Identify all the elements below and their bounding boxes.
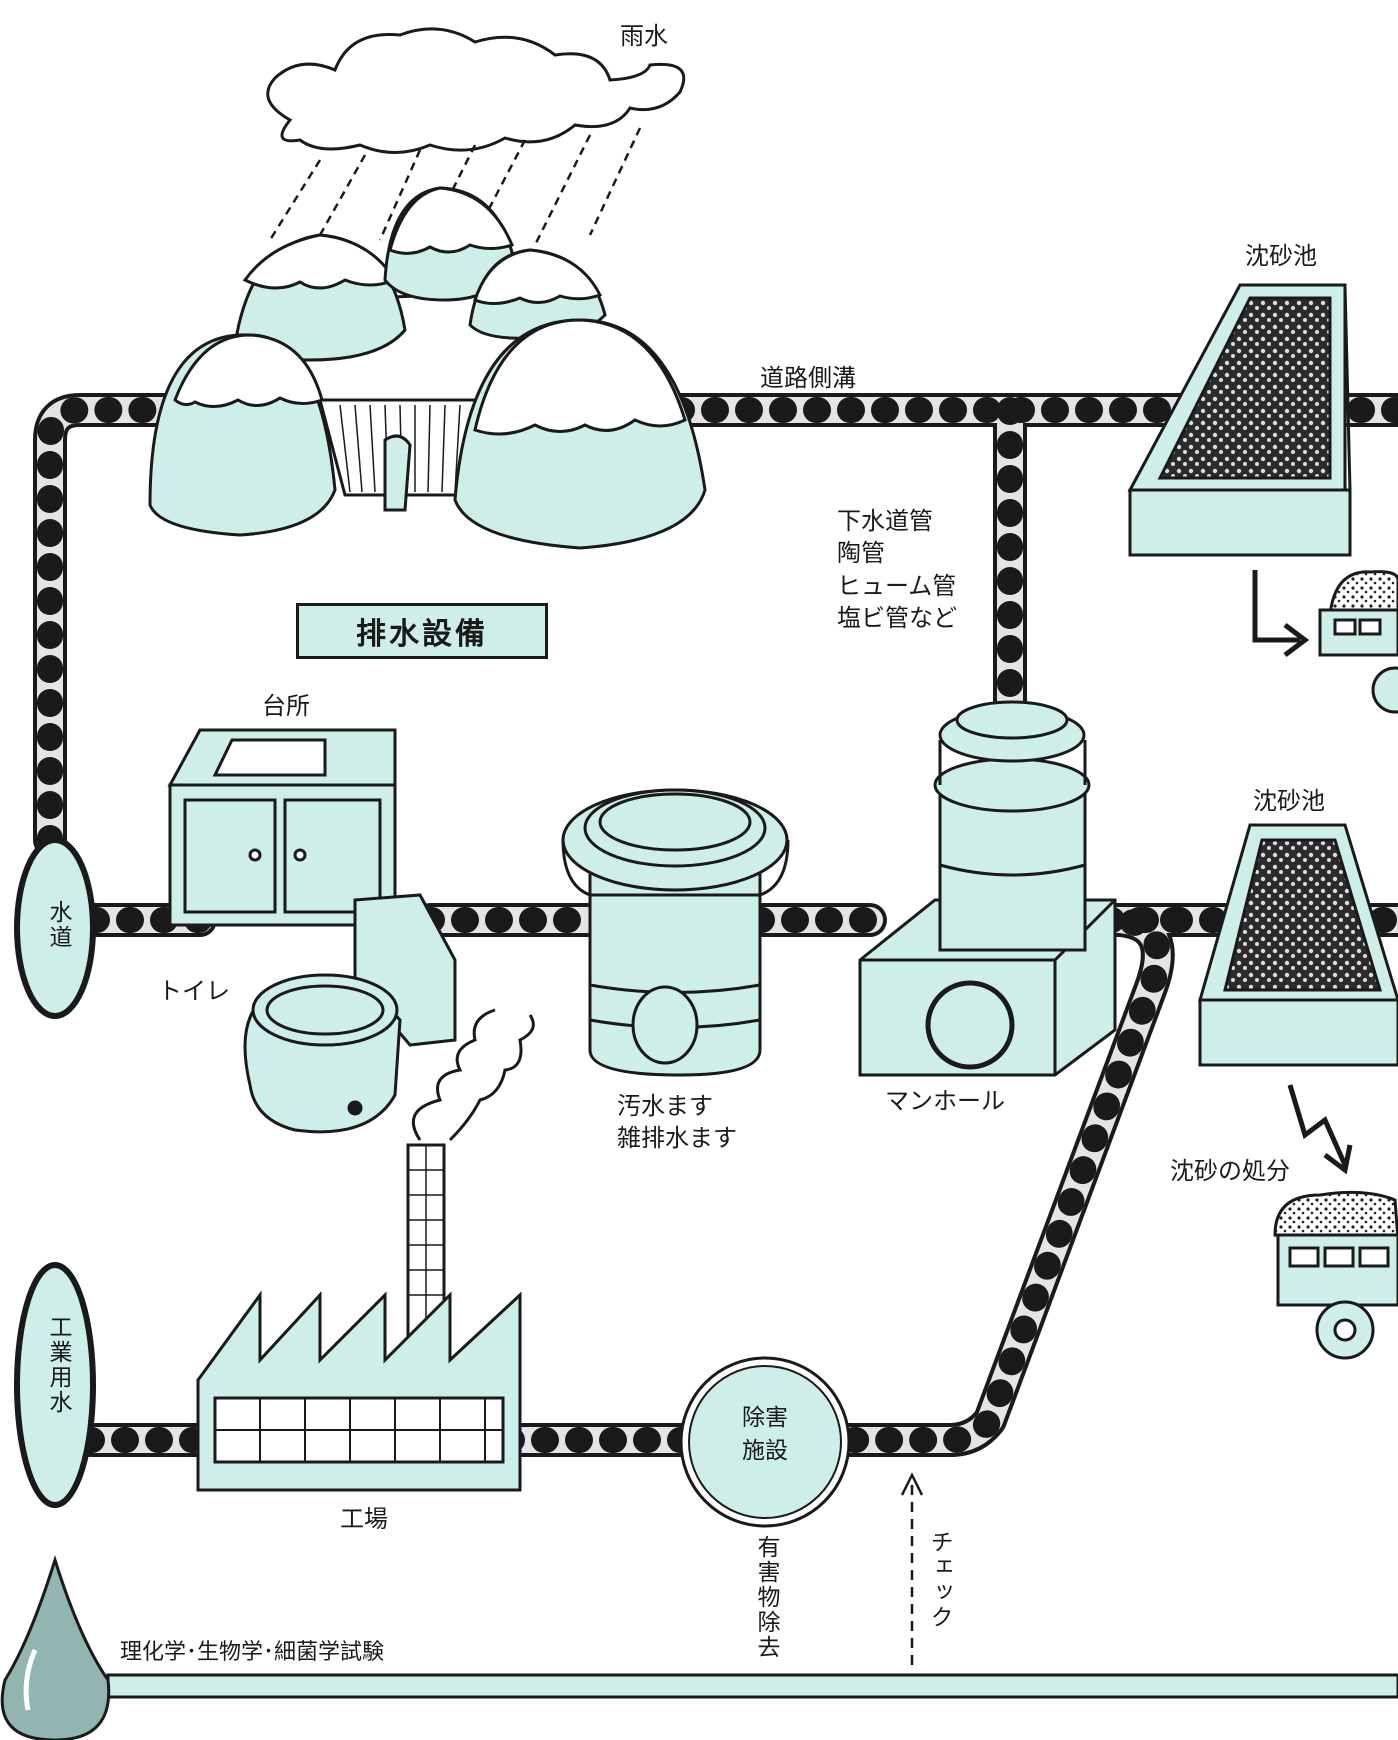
water-supply-label: 水道 xyxy=(45,900,71,950)
kitchen-label: 台所 xyxy=(262,692,310,720)
grit-chamber-top-label: 沈砂池 xyxy=(1245,242,1317,270)
pipe-type-hume: ヒューム管 xyxy=(837,571,957,600)
check-arrow xyxy=(900,1472,924,1665)
manhole-label: マンホール xyxy=(885,1087,1005,1115)
mountains-dam xyxy=(148,186,707,550)
factory-label: 工場 xyxy=(340,1505,388,1533)
kitchen-cabinet xyxy=(167,728,397,927)
sediment-disposal-label: 沈砂の処分 xyxy=(1170,1157,1290,1185)
detox-facility-line1: 除害 xyxy=(742,1405,788,1431)
rain-lines xyxy=(268,127,642,246)
grit-chamber-mid-label: 沈砂池 xyxy=(1253,787,1325,815)
test-pipe xyxy=(106,1673,1398,1699)
sewage-basin-labels: 汚水ます 雑排水ます xyxy=(617,1090,737,1155)
truck-top xyxy=(1318,570,1398,714)
pipe-types-list: 下水道管 陶管 ヒューム管 塩ビ管など xyxy=(837,505,957,635)
road-ditch-label: 道路側溝 xyxy=(760,364,856,392)
industrial-water-label: 工業用水 xyxy=(45,1315,71,1415)
industrial-water-oval xyxy=(14,1262,96,1508)
water-supply-oval xyxy=(14,837,96,1019)
gray-water-basin-label: 雑排水ます xyxy=(617,1124,737,1153)
manhole xyxy=(858,700,1117,1077)
detox-facility-line2: 施設 xyxy=(742,1438,788,1465)
pipe-type-pvc: 塩ビ管など xyxy=(837,604,957,633)
hazard-removal-label: 有害物除去 xyxy=(753,1535,779,1660)
sewage-basin xyxy=(561,788,790,1077)
detox-facility-label: 除害 施設 xyxy=(725,1402,805,1469)
pipe-type-clay: 陶管 xyxy=(837,539,885,568)
factory xyxy=(196,1008,535,1492)
toilet xyxy=(243,893,457,1134)
truck-bottom xyxy=(1273,1190,1398,1360)
grit-chamber-top xyxy=(1127,283,1352,557)
disposal-arrows xyxy=(1252,570,1353,1175)
water-drop-icon xyxy=(0,1554,111,1740)
detox-facility-inner xyxy=(688,1365,842,1519)
toilet-label: トイレ xyxy=(158,977,230,1005)
rain-label: 雨水 xyxy=(620,22,668,50)
pipe-type-sewer: 下水道管 xyxy=(837,507,933,535)
rain-cloud xyxy=(266,27,686,154)
check-label: チェック xyxy=(926,1530,952,1630)
page-title: 排水設備 xyxy=(296,603,548,659)
grit-chamber-mid xyxy=(1198,823,1398,1067)
tests-label: 理化学･生物学･細菌学試験 xyxy=(120,1640,385,1665)
sewage-basin-label: 汚水ます xyxy=(617,1092,713,1120)
